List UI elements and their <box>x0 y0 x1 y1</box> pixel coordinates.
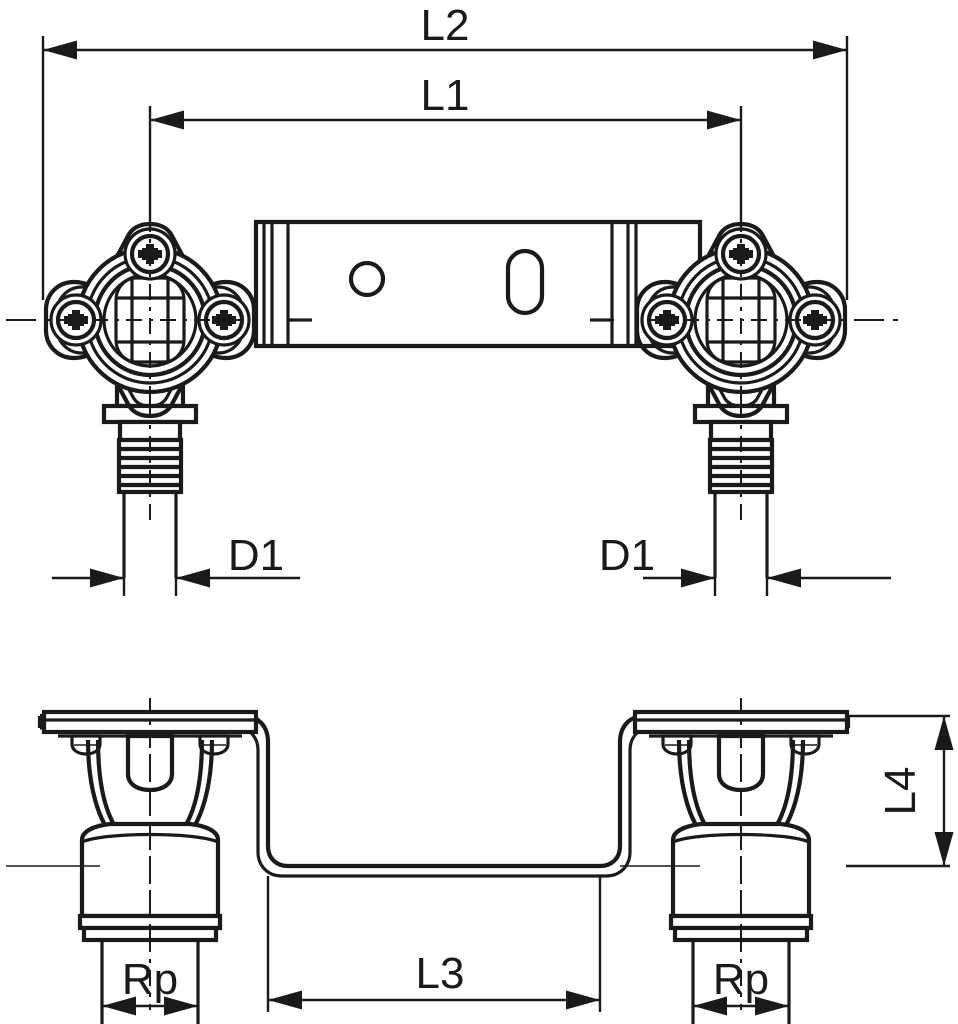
dimension-Rp-right: Rp <box>691 940 791 1016</box>
bracket-slot-hole <box>505 248 545 316</box>
dimension-L2: L2 <box>41 1 849 300</box>
dimension-L4: L4 <box>846 714 954 868</box>
dimension-D1-left: D1 <box>52 500 300 596</box>
dimension-L1: L1 <box>148 71 743 228</box>
dimension-label-Rp-right: Rp <box>713 955 769 1004</box>
dimension-Rp-left: Rp <box>100 940 200 1016</box>
bracket-round-hole <box>348 260 386 298</box>
dimension-D1-right: D1 <box>599 500 891 596</box>
side-view <box>6 698 851 1024</box>
dimension-label-L3: L3 <box>416 949 465 998</box>
connecting-bracket <box>253 219 703 349</box>
dimension-label-L1: L1 <box>421 71 470 120</box>
dimension-L3: L3 <box>266 876 602 1012</box>
top-view <box>6 196 900 578</box>
dimension-label-Rp-left: Rp <box>122 955 178 1004</box>
side-view-left-body <box>41 698 259 1024</box>
dimension-label-D1-left: D1 <box>228 531 284 580</box>
dimension-label-L2: L2 <box>421 1 470 50</box>
dimension-label-D1-right: D1 <box>599 531 655 580</box>
dimension-label-L4: L4 <box>876 767 925 816</box>
side-view-right-body <box>632 698 850 1024</box>
